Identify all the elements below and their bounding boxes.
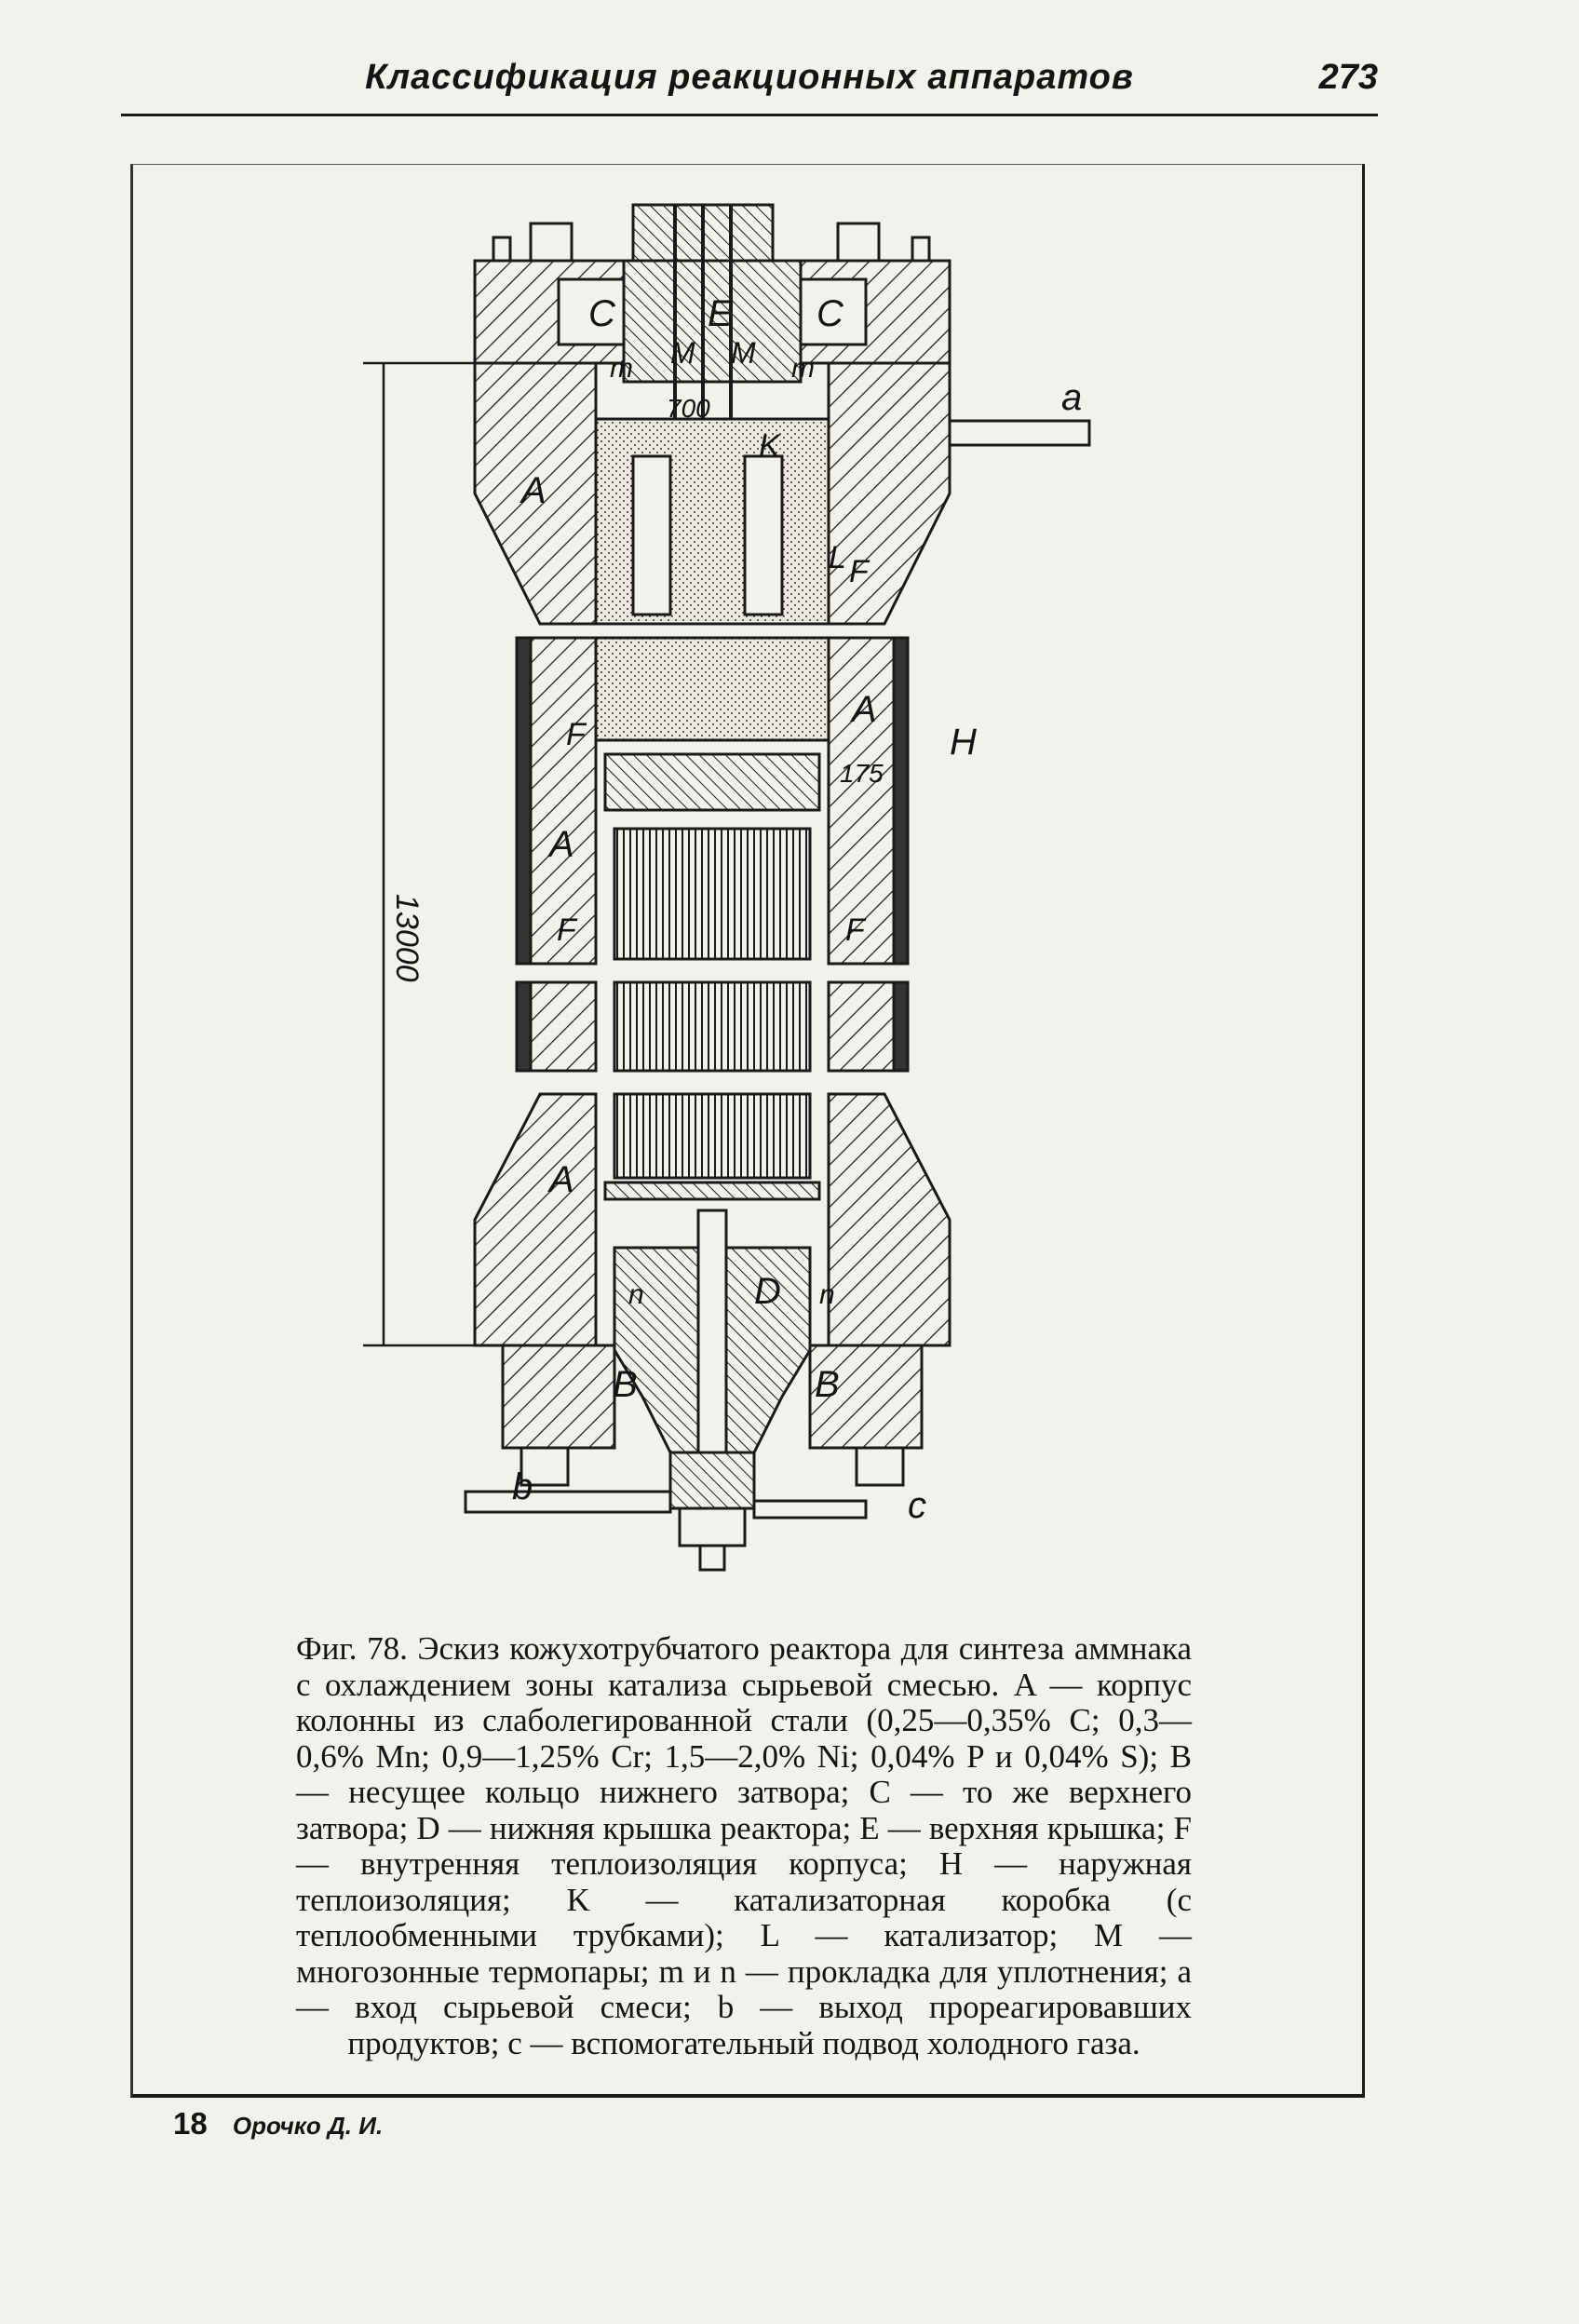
top-closure [473, 205, 951, 587]
short-segment [515, 980, 910, 1073]
label-A-middle: A [547, 824, 574, 865]
label-A-right: A [850, 689, 877, 730]
caption-label: Фиг. 78. [296, 1630, 408, 1667]
signature-number: 18 [173, 2106, 208, 2141]
dimension-175: 175 [840, 759, 884, 788]
label-F-left: F [566, 717, 587, 752]
label-H: H [950, 722, 977, 763]
label-K: K [759, 428, 781, 464]
label-m-left: m [610, 353, 633, 384]
label-B-left: B [613, 1364, 638, 1405]
label-F-upper: F [849, 554, 870, 589]
middle-shell [515, 636, 910, 966]
label-M-left: M [670, 336, 695, 370]
label-L: L [829, 540, 846, 575]
page-footer: 18 Орочко Д. И. [173, 2106, 383, 2142]
label-c: c [908, 1485, 926, 1526]
label-A-lower: A [547, 1159, 574, 1200]
label-B-right: B [815, 1364, 840, 1405]
page-number: 273 [1318, 58, 1378, 97]
dimension-700: 700 [667, 394, 710, 423]
figure-caption: Фиг. 78. Эскиз кожухотрубчатого реактора… [296, 1630, 1192, 2061]
figure-labels: C C E M M m m K A L F A F H A F F A n D … [389, 293, 1082, 1526]
label-n-left: n [628, 1279, 644, 1310]
label-A-upper: A [520, 470, 547, 511]
label-n-right: n [819, 1279, 835, 1310]
label-M-right: M [731, 336, 756, 370]
label-m-right: m [791, 353, 815, 384]
running-title: Классификация реакционных аппаратов [365, 58, 1134, 97]
dimension-13000: 13000 [389, 894, 425, 982]
label-F-lower-right: F [845, 912, 867, 948]
label-b: b [512, 1466, 533, 1507]
label-C-left: C [588, 293, 616, 334]
reactor-drawing: C C E M M m m K A L F A F H A F F A n D … [363, 203, 1091, 1572]
header-rule [121, 114, 1378, 116]
label-C-right: C [816, 293, 844, 334]
figure-frame [130, 164, 1365, 2098]
caption-text: Эскиз кожухотрубчатого реактора для синт… [296, 1630, 1192, 2061]
dimension-lines [363, 361, 829, 1347]
author-name: Орочко Д. И. [232, 2112, 384, 2140]
label-a: a [1061, 377, 1082, 418]
label-D: D [754, 1271, 781, 1312]
upper-shell [473, 361, 951, 626]
pipes [464, 419, 1091, 1520]
label-E: E [708, 293, 734, 334]
lower-shell [473, 1092, 951, 1347]
running-header: Классификация реакционных аппаратов 273 [121, 58, 1378, 114]
label-F-lower-left: F [557, 912, 578, 948]
top-bolts [492, 203, 931, 263]
bottom-closure [501, 1209, 924, 1572]
